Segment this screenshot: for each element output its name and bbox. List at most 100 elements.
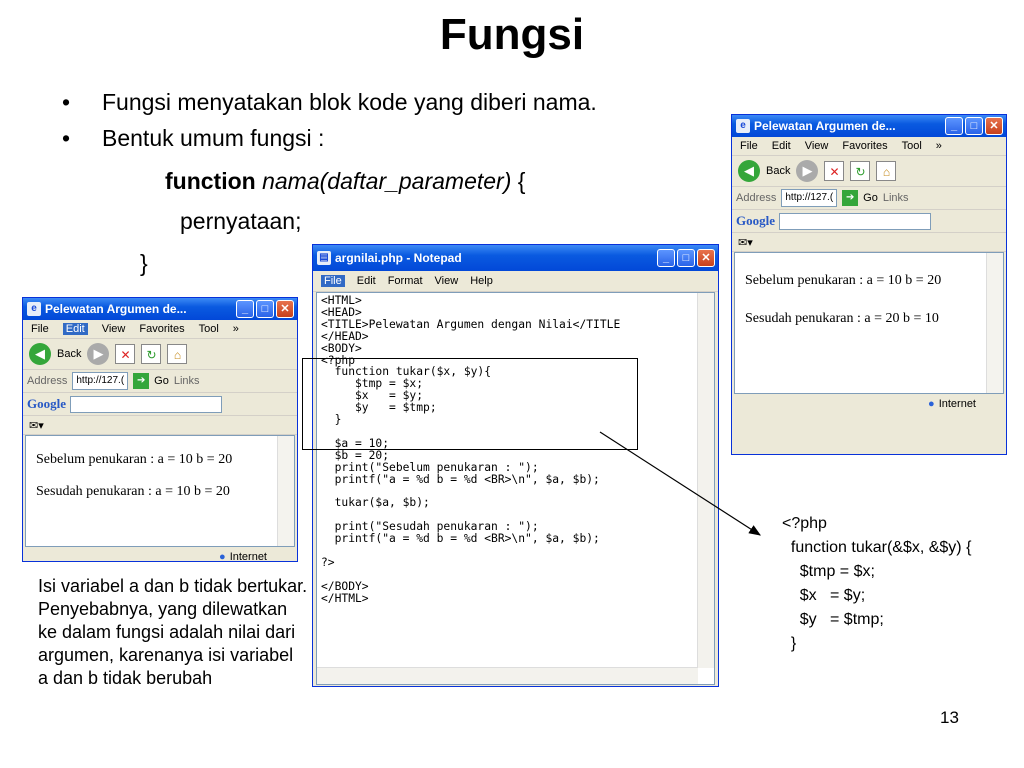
- output-line-before: Sebelum penukaran : a = 10 b = 20: [36, 452, 233, 467]
- menu-more-icon[interactable]: »: [935, 140, 942, 152]
- output-line-after: Sesudah penukaran : a = 10 b = 20: [36, 484, 230, 499]
- toolbar-options-icon[interactable]: ✉▾: [29, 419, 44, 432]
- menu-favorites[interactable]: Favorites: [842, 140, 888, 152]
- browser-window-right: e Pelewatan Argumen de... _ □ ✕ File Edi…: [731, 114, 1007, 455]
- vertical-scrollbar[interactable]: [986, 253, 1003, 393]
- menu-edit[interactable]: Edit: [62, 323, 88, 335]
- function-keyword: function: [165, 168, 256, 194]
- menu-more-icon[interactable]: »: [232, 323, 239, 335]
- window-title: Pelewatan Argumen de...: [754, 119, 896, 133]
- back-label[interactable]: Back: [766, 165, 791, 177]
- go-label[interactable]: Go: [154, 375, 169, 387]
- stop-icon[interactable]: ✕: [824, 161, 845, 181]
- google-search-input[interactable]: [779, 212, 931, 230]
- refresh-icon[interactable]: ↻: [141, 344, 162, 364]
- bullet-item: • Bentuk umum fungsi :: [62, 120, 597, 156]
- home-icon[interactable]: ⌂: [167, 344, 188, 364]
- menu-view[interactable]: View: [101, 323, 126, 335]
- menu-favorites[interactable]: Favorites: [139, 323, 185, 335]
- google-logo[interactable]: Google: [27, 396, 66, 411]
- code-line: $tmp = $x;: [782, 563, 875, 580]
- menu-format[interactable]: Format: [387, 275, 423, 287]
- function-signature: nama(daftar_parameter): [262, 168, 512, 194]
- menu-bar: File Edit Format View Help: [313, 271, 718, 292]
- ie-icon: e: [27, 302, 41, 316]
- menu-file[interactable]: File: [321, 275, 345, 287]
- toolbar: ◀ Back ▶ ✕ ↻ ⌂: [732, 156, 1006, 187]
- address-input[interactable]: http://127.(: [72, 372, 129, 390]
- menu-tools[interactable]: Tool: [198, 323, 219, 335]
- browser-window-left: e Pelewatan Argumen de... _ □ ✕ File Edi…: [22, 297, 298, 563]
- menu-view[interactable]: View: [434, 275, 459, 287]
- close-button[interactable]: ✕: [985, 117, 1003, 135]
- minimize-button[interactable]: _: [236, 300, 254, 318]
- explanation-note: Isi variabel a dan b tidak bertukar. Pen…: [38, 576, 308, 688]
- title-bar[interactable]: e Pelewatan Argumen de... _ □ ✕: [23, 298, 297, 320]
- page-number: 13: [940, 708, 959, 727]
- menu-edit[interactable]: Edit: [771, 140, 791, 152]
- maximize-button[interactable]: □: [677, 249, 695, 267]
- go-arrow-icon[interactable]: ➔: [133, 373, 150, 389]
- vertical-scrollbar[interactable]: [277, 436, 294, 546]
- status-zone: Internet: [229, 551, 267, 563]
- output-line-before: Sebelum penukaran : a = 10 b = 20: [745, 273, 942, 288]
- address-label: Address: [27, 375, 68, 387]
- bullet-item: • Fungsi menyatakan blok kode yang diber…: [62, 84, 597, 120]
- address-bar: Address http://127.( ➔ Go Links: [23, 370, 297, 393]
- go-arrow-icon[interactable]: ➔: [842, 190, 859, 206]
- toolbar-options-icon[interactable]: ✉▾: [738, 236, 753, 249]
- refresh-icon[interactable]: ↻: [850, 161, 871, 181]
- forward-arrow-icon[interactable]: ▶: [87, 343, 110, 365]
- address-input[interactable]: http://127.(: [781, 189, 838, 207]
- menu-tools[interactable]: Tool: [901, 140, 922, 152]
- bullet-symbol: •: [62, 89, 71, 115]
- home-icon[interactable]: ⌂: [876, 161, 897, 181]
- code-line: $y = $tmp;: [782, 611, 884, 628]
- menu-help[interactable]: Help: [470, 275, 493, 287]
- notepad-window: ▤ argnilai.php - Notepad _ □ ✕ File Edit…: [312, 244, 719, 687]
- menu-file[interactable]: File: [740, 140, 758, 152]
- title-bar[interactable]: ▤ argnilai.php - Notepad _ □ ✕: [313, 245, 718, 271]
- window-title: Pelewatan Argumen de...: [45, 302, 187, 316]
- output-line-after: Sesudah penukaran : a = 20 b = 10: [745, 311, 939, 326]
- menu-bar: File Edit View Favorites Tool »: [732, 137, 1006, 156]
- close-button[interactable]: ✕: [697, 249, 715, 267]
- code-text[interactable]: <HTML> <HEAD> <TITLE>Pelewatan Argumen d…: [321, 294, 621, 605]
- vertical-scrollbar[interactable]: [697, 293, 714, 668]
- google-search-input[interactable]: [70, 395, 222, 413]
- links-label[interactable]: Links: [173, 375, 200, 387]
- minimize-button[interactable]: _: [945, 117, 963, 135]
- address-bar: Address http://127.( ➔ Go Links: [732, 187, 1006, 210]
- reference-code: <?php function tukar(&$x, &$y) { $tmp = …: [782, 512, 971, 656]
- menu-view[interactable]: View: [804, 140, 829, 152]
- function-highlight-box: [302, 358, 638, 450]
- menu-edit[interactable]: Edit: [356, 275, 376, 287]
- close-button[interactable]: ✕: [276, 300, 294, 318]
- google-logo[interactable]: Google: [736, 213, 775, 228]
- back-arrow-icon[interactable]: ◀: [29, 343, 51, 365]
- google-toolbar: Google: [23, 393, 297, 416]
- function-open-brace: {: [511, 168, 526, 194]
- status-bar: ● Internet: [23, 547, 297, 567]
- forward-arrow-icon[interactable]: ▶: [796, 160, 819, 182]
- links-label[interactable]: Links: [882, 192, 909, 204]
- function-statement: pernyataan;: [180, 208, 302, 234]
- code-line: }: [782, 635, 797, 652]
- back-arrow-icon[interactable]: ◀: [738, 160, 760, 182]
- window-title: argnilai.php - Notepad: [335, 251, 462, 265]
- minimize-button[interactable]: _: [657, 249, 675, 267]
- horizontal-scrollbar[interactable]: [317, 667, 698, 684]
- bullet-text: Bentuk umum fungsi :: [102, 125, 325, 151]
- maximize-button[interactable]: □: [965, 117, 983, 135]
- google-toolbar: Google: [732, 210, 1006, 233]
- go-label[interactable]: Go: [863, 192, 878, 204]
- status-zone: Internet: [938, 398, 976, 410]
- function-syntax: function nama(daftar_parameter) {: [165, 168, 525, 195]
- address-label: Address: [736, 192, 777, 204]
- maximize-button[interactable]: □: [256, 300, 274, 318]
- title-bar[interactable]: e Pelewatan Argumen de... _ □ ✕: [732, 115, 1006, 137]
- stop-icon[interactable]: ✕: [115, 344, 136, 364]
- menu-file[interactable]: File: [31, 323, 49, 335]
- back-label[interactable]: Back: [57, 348, 82, 360]
- text-editor[interactable]: <HTML> <HEAD> <TITLE>Pelewatan Argumen d…: [316, 292, 715, 685]
